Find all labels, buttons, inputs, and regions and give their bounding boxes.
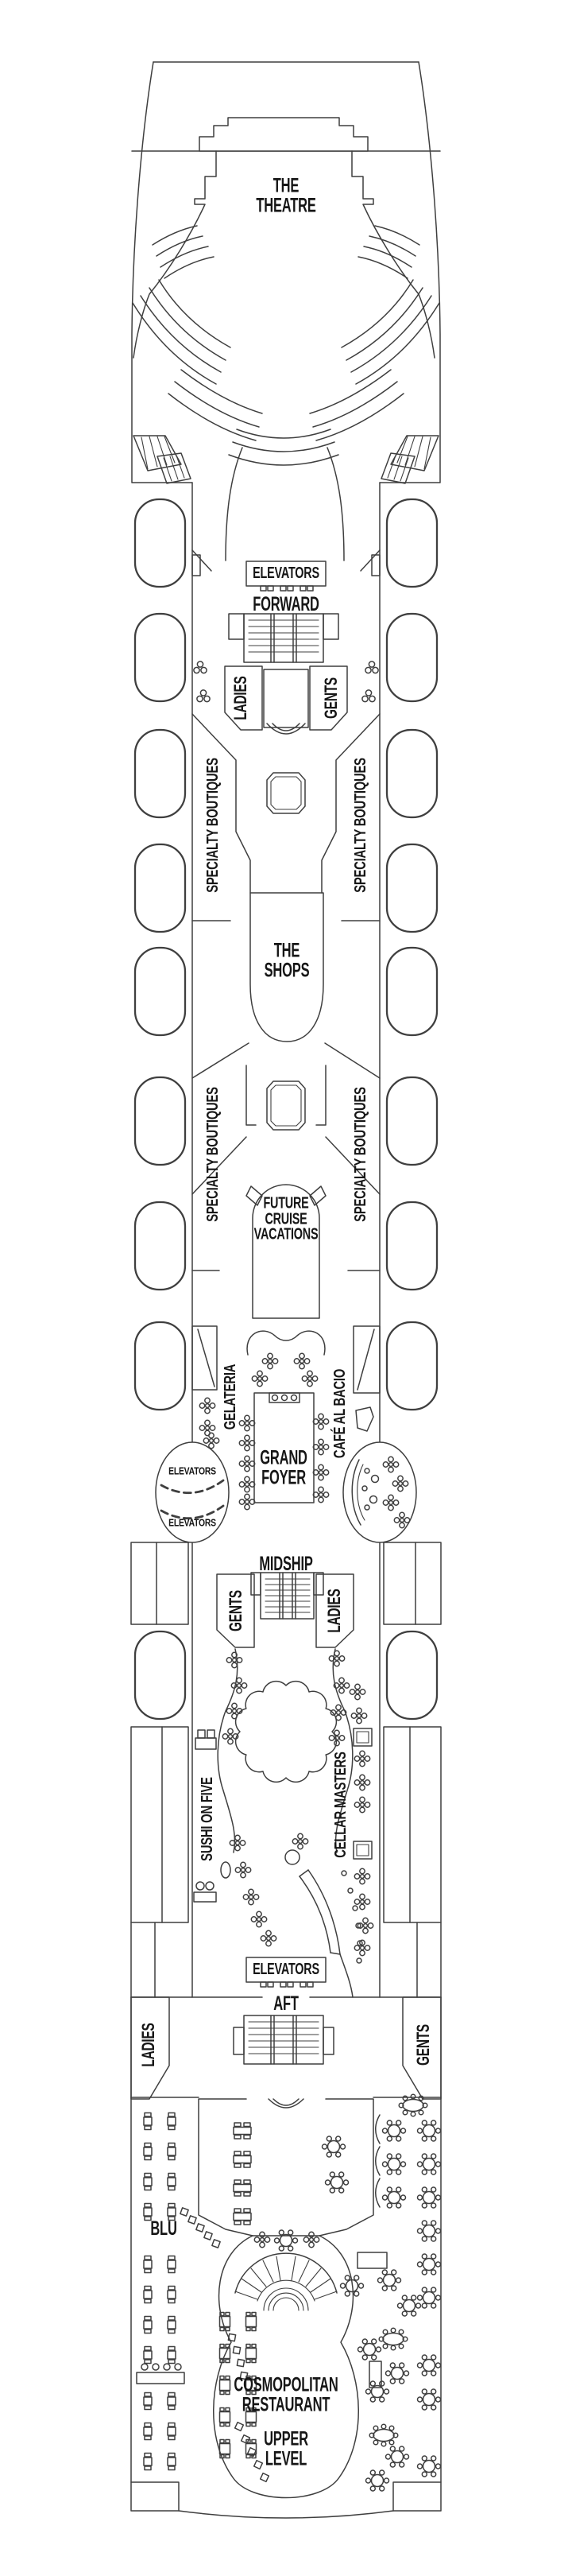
grand-foyer-area [155,1325,417,1543]
cafe-seating-lounge [342,1441,417,1543]
label-specialty-boutiques-port-aft: SPECIALTY BOUTIQUES [204,1087,222,1222]
theatre-stairs-stbd [381,435,439,484]
label-midship: MIDSHIP [259,1552,313,1575]
gents-room-aft [402,1996,442,2100]
label-gents-midship: GENTS [226,1589,246,1632]
label-sushi-on-five: SUSHI ON FIVE [199,1777,217,1861]
theatre-area [131,117,441,561]
theatre-stairs-port [133,435,191,484]
label-the-shops: THE SHOPS [264,939,310,981]
label-elevators-midship-upper: ELEVATORS [168,1465,216,1477]
aft-staircase [233,2015,334,2065]
label-gelateria: GELATERIA [222,1364,240,1430]
hull-outline [130,61,442,2519]
label-cosmopolitan-restaurant: COSMOPOLITAN RESTAURANT [234,2373,338,2415]
display-case [266,1080,306,1131]
starboard-dining-tables [339,2093,442,2492]
label-blu: BLU [150,2217,177,2240]
forward-lobby [191,549,381,921]
label-aft: AFT [273,1992,299,2015]
ladies-room-forward [224,665,263,731]
label-elevators-midship-lower: ELEVATORS [168,1516,216,1529]
restaurant-area [136,2093,442,2499]
gents-room-midship [216,1573,255,1648]
forward-staircase [228,613,339,663]
aft-lobby [130,1957,442,2109]
elevator-doors [260,585,314,592]
sushi-cellar-area [193,1650,374,1998]
midship-staircase [250,1572,324,1620]
label-gents-forward: GENTS [321,677,342,720]
display-case [266,772,306,814]
aft-elevator-bank [245,1957,327,1983]
open-well-upper [198,2098,374,2237]
blu-tables [143,2112,350,2248]
label-specialty-boutiques-stbd-aft: SPECIALTY BOUTIQUES [352,1087,370,1222]
ladies-room-midship [315,1573,354,1648]
elevator-doors [260,1981,314,1988]
future-cruise-vacations-room [191,1184,381,1319]
label-upper-level: UPPER LEVEL [264,2427,308,2469]
label-forward: FORWARD [253,592,319,615]
label-specialty-boutiques-port-fwd: SPECIALTY BOUTIQUES [204,758,222,893]
theatre-seating [132,225,440,466]
atrium-scalloped-opening [234,1680,338,1783]
label-grand-foyer: GRAND FOYER [260,1446,307,1488]
label-future-cruise-vacations: FUTURE CRUISE VACATIONS [253,1194,319,1243]
theatre-stage [199,117,369,152]
wine-display-cases [353,1728,373,1860]
midship-elevator-lobby [155,1441,230,1543]
gents-room-forward [309,665,348,731]
label-the-theatre: THE THEATRE [256,174,316,216]
port-dining-tables [136,2255,270,2483]
the-shops-area [191,892,381,1206]
grand-curved-staircase [234,2252,338,2311]
label-elevators-aft: ELEVATORS [253,1961,319,1979]
label-cellar-masters: CELLAR MASTERS [332,1752,350,1858]
cellar-masters-bar [299,1869,363,1964]
label-elevators-forward: ELEVATORS [253,564,319,583]
the-shops-room [249,892,324,1042]
label-cafe-al-bacio: CAFÉ AL BACIO [331,1368,350,1459]
open-well-lower [213,2235,359,2499]
label-specialty-boutiques-stbd-fwd: SPECIALTY BOUTIQUES [352,758,370,893]
label-ladies-aft: LADIES [138,2023,159,2067]
ladies-room-aft [130,1996,170,2100]
midship-lobby [216,1572,354,1853]
label-gents-aft: GENTS [413,2023,434,2066]
label-ladies-midship: LADIES [324,1589,345,1633]
sushi-counter-icon [193,1729,217,1903]
label-ladies-forward: LADIES [230,676,251,720]
